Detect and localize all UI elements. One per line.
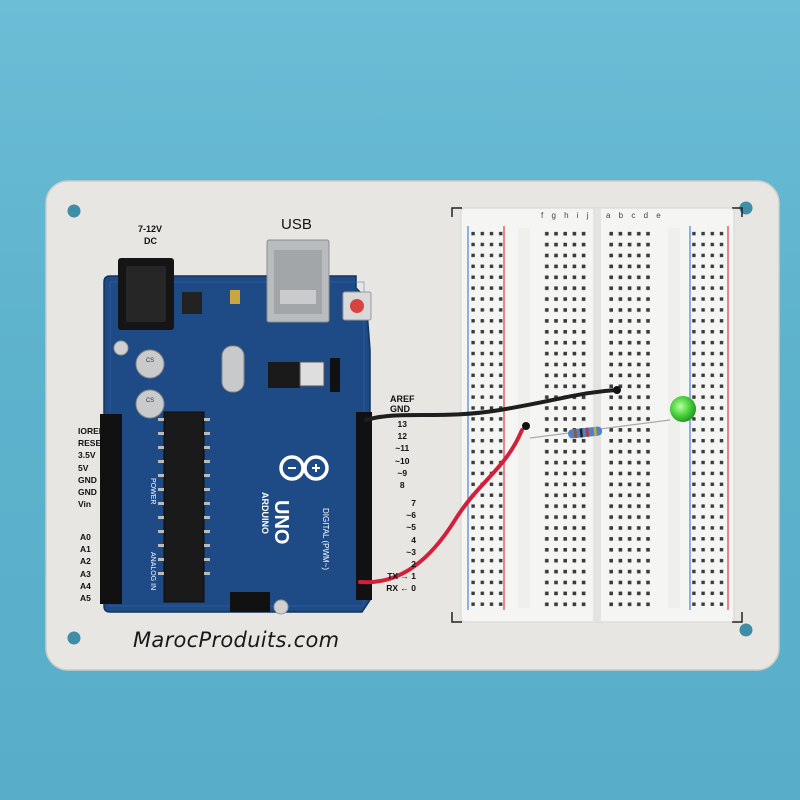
uno-label: UNO bbox=[270, 500, 292, 545]
pin-label: RESET bbox=[78, 438, 107, 449]
pin-label: TX → 1 bbox=[387, 571, 416, 582]
pin-label: ~10 bbox=[395, 455, 410, 466]
mount-hole bbox=[739, 623, 753, 637]
pin-label: 3.5V bbox=[78, 450, 96, 461]
right-power-rail bbox=[690, 228, 726, 608]
pin-label: GND bbox=[78, 474, 97, 485]
left-power-rail bbox=[468, 228, 504, 608]
digital-header bbox=[356, 412, 372, 600]
power-jack-dc-label: DC bbox=[144, 236, 157, 246]
power-jack-voltage-label: 7-12V bbox=[138, 224, 163, 234]
pin-label: A5 bbox=[80, 593, 91, 604]
pin-label: 4 bbox=[411, 534, 416, 545]
black-wire bbox=[364, 388, 619, 422]
pin-label: A2 bbox=[80, 556, 91, 567]
pin-label: ~6 bbox=[406, 510, 416, 521]
pin-label: ~9 bbox=[397, 467, 408, 478]
breadboard-columns-right: f g h i j bbox=[541, 211, 592, 220]
pin-label: 12 bbox=[397, 431, 407, 442]
mount-hole bbox=[67, 631, 81, 645]
pin-label: A3 bbox=[80, 568, 91, 579]
usb-chip bbox=[268, 362, 300, 388]
aref-label: AREF bbox=[390, 394, 415, 404]
pin-label: 7 bbox=[411, 498, 416, 508]
analog-in-label: ANALOG IN bbox=[149, 552, 156, 591]
breadboard-columns-left: a b c d e bbox=[606, 211, 664, 220]
power-pin-labels: IOREF RESET 3.5V 5V GND GND Vin bbox=[78, 425, 106, 510]
red-wire bbox=[358, 428, 524, 585]
pin-label: GND bbox=[78, 487, 97, 498]
pin-label: A0 bbox=[80, 532, 91, 542]
brand-text: MarocProduits.com bbox=[133, 628, 340, 652]
svg-text:CS: CS bbox=[146, 398, 154, 404]
pin-label: ~3 bbox=[406, 546, 416, 557]
crystal bbox=[221, 345, 245, 393]
breadboard bbox=[460, 207, 735, 623]
power-analog-header bbox=[100, 414, 122, 604]
pin-label: 13 bbox=[397, 419, 407, 429]
gnd-label: GND bbox=[390, 404, 410, 414]
pin-label: ~11 bbox=[395, 443, 410, 454]
resistor bbox=[529, 419, 671, 439]
arduino-board: CS CS bbox=[100, 239, 372, 615]
pin-label: A4 bbox=[80, 580, 91, 591]
analog-pin-labels: A0 A1 A2 A3 A4 A5 bbox=[80, 531, 91, 604]
arduino-logo bbox=[279, 455, 329, 481]
atmega-chip bbox=[163, 411, 205, 603]
digital-label: DIGITAL (PWM~) bbox=[321, 508, 330, 570]
digital-pin-labels-upper: 13 12 ~11 ~10 ~9 8 bbox=[395, 418, 409, 491]
terminal-strip-left bbox=[542, 228, 590, 608]
power-label: POWER bbox=[149, 478, 156, 505]
pin-label: A1 bbox=[80, 544, 91, 555]
pin-label: IOREF bbox=[78, 426, 104, 436]
digital-pin-labels-lower: 7 ~6 ~5 4 ~3 2 TX → 1 RX ← 0 bbox=[380, 497, 416, 595]
pin-label: Vin bbox=[78, 499, 92, 510]
green-led bbox=[670, 396, 696, 422]
terminal-strip-right bbox=[604, 228, 652, 608]
pin-label: ~5 bbox=[406, 522, 416, 533]
capacitor bbox=[135, 389, 165, 419]
svg-text:CS: CS bbox=[146, 358, 154, 364]
pin-label: 5V bbox=[78, 462, 89, 473]
usb-label: USB bbox=[281, 216, 312, 233]
mount-hole bbox=[67, 204, 81, 218]
pin-label: RX ← 0 bbox=[386, 583, 416, 594]
pin-label: 2 bbox=[411, 559, 416, 570]
arduino-brand-label: ARDUINO bbox=[260, 492, 270, 534]
pin-label: 8 bbox=[399, 480, 405, 491]
capacitor bbox=[135, 349, 165, 379]
